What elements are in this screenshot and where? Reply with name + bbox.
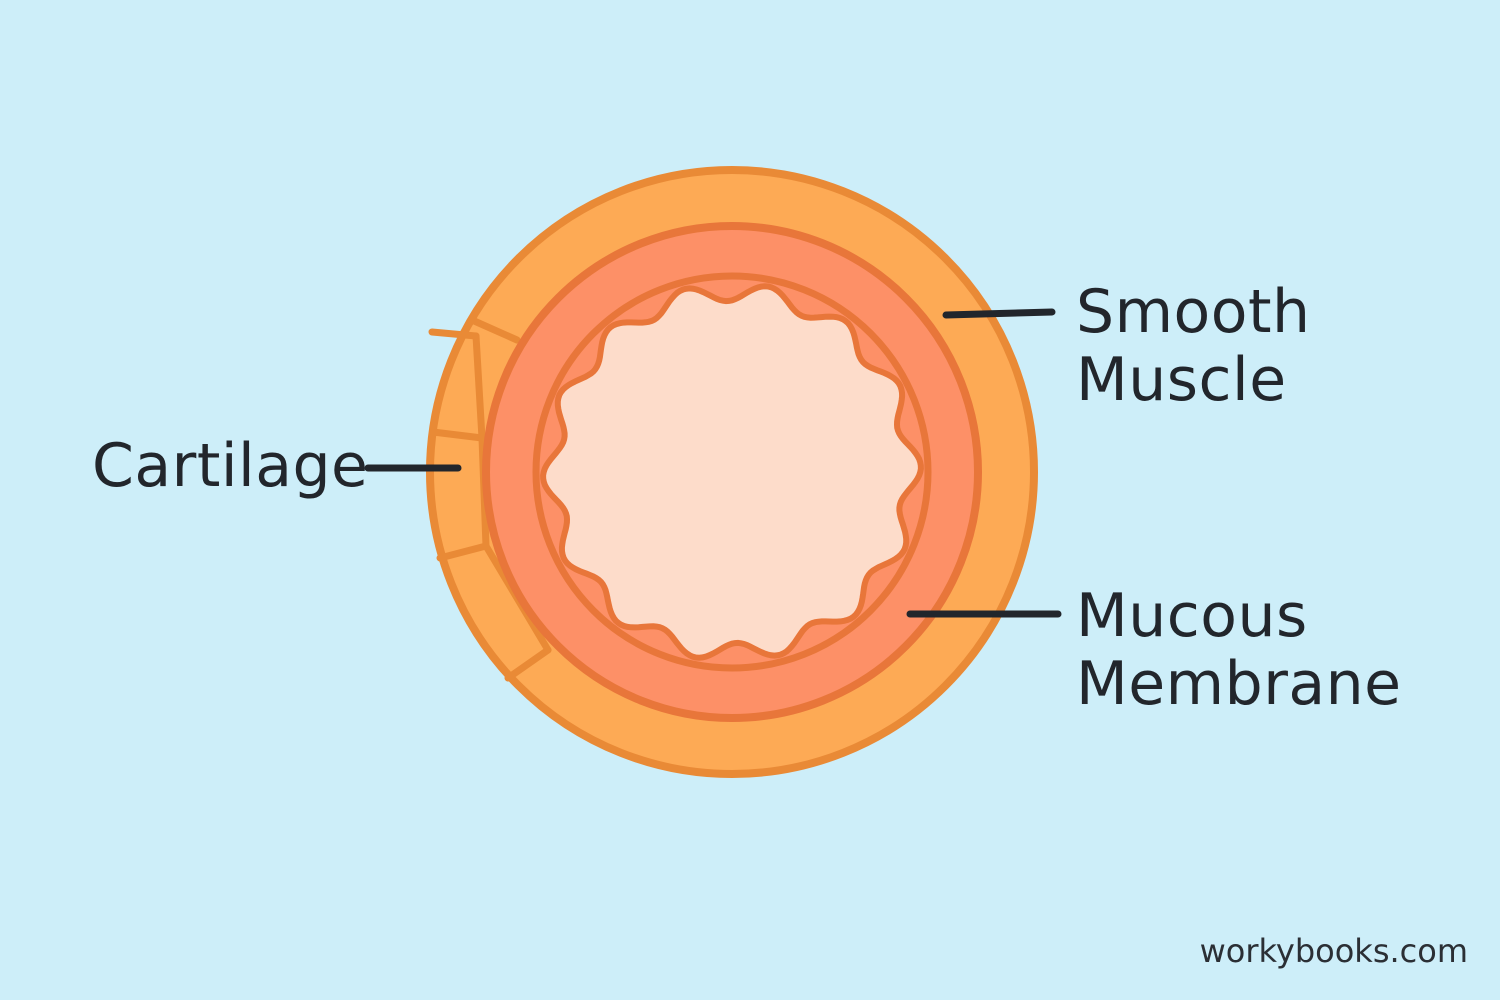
lumen [540,283,924,661]
site-watermark: workybooks.com [1199,932,1468,970]
cartilage-segments [428,316,552,682]
cartilage-divider [468,316,521,344]
cartilage-label-text: Cartilage [92,431,369,501]
cartilage-divider [504,646,552,682]
cartilage-divider [428,328,480,340]
cartilage-divider [472,332,486,442]
cartilage-divider [436,542,490,562]
smooth-muscle-leader-line [942,308,1056,319]
cartilage-label: Cartilage [92,432,368,500]
cartilage-divider [429,428,486,442]
mucous-membrane-label-line-1: Mucous [1076,581,1308,651]
smooth-muscle-label: Smooth Muscle [1076,278,1311,414]
smooth-muscle-label-line-1: Smooth [1076,277,1311,347]
mucous-membrane-label: Mucous Membrane [1076,582,1402,718]
leader-lines [364,308,1062,618]
mucous-membrane-label-line-2: Membrane [1076,649,1402,719]
smooth-muscle-label-line-2: Muscle [1076,345,1287,415]
